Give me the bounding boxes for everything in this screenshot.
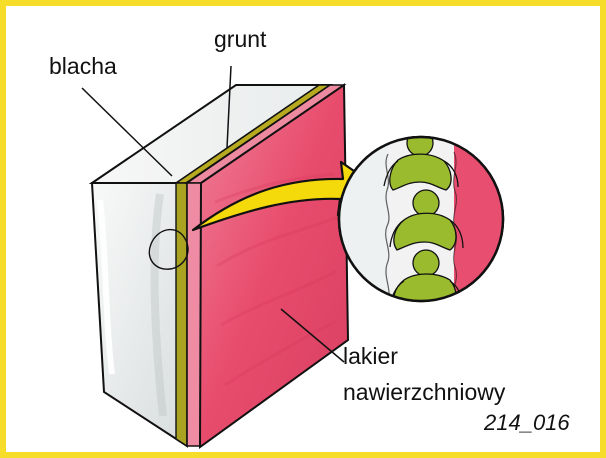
magnified-layer-view — [339, 130, 504, 308]
label-blacha: blacha — [49, 55, 117, 78]
primer-front-stripe — [176, 183, 187, 446]
label-lakier: lakier — [343, 345, 398, 368]
lacquer-front-face — [187, 183, 201, 446]
label-grunt: grunt — [214, 28, 266, 51]
figure-code: 214_016 — [484, 412, 570, 434]
label-nawierzchniowy: nawierzchniowy — [343, 381, 505, 404]
